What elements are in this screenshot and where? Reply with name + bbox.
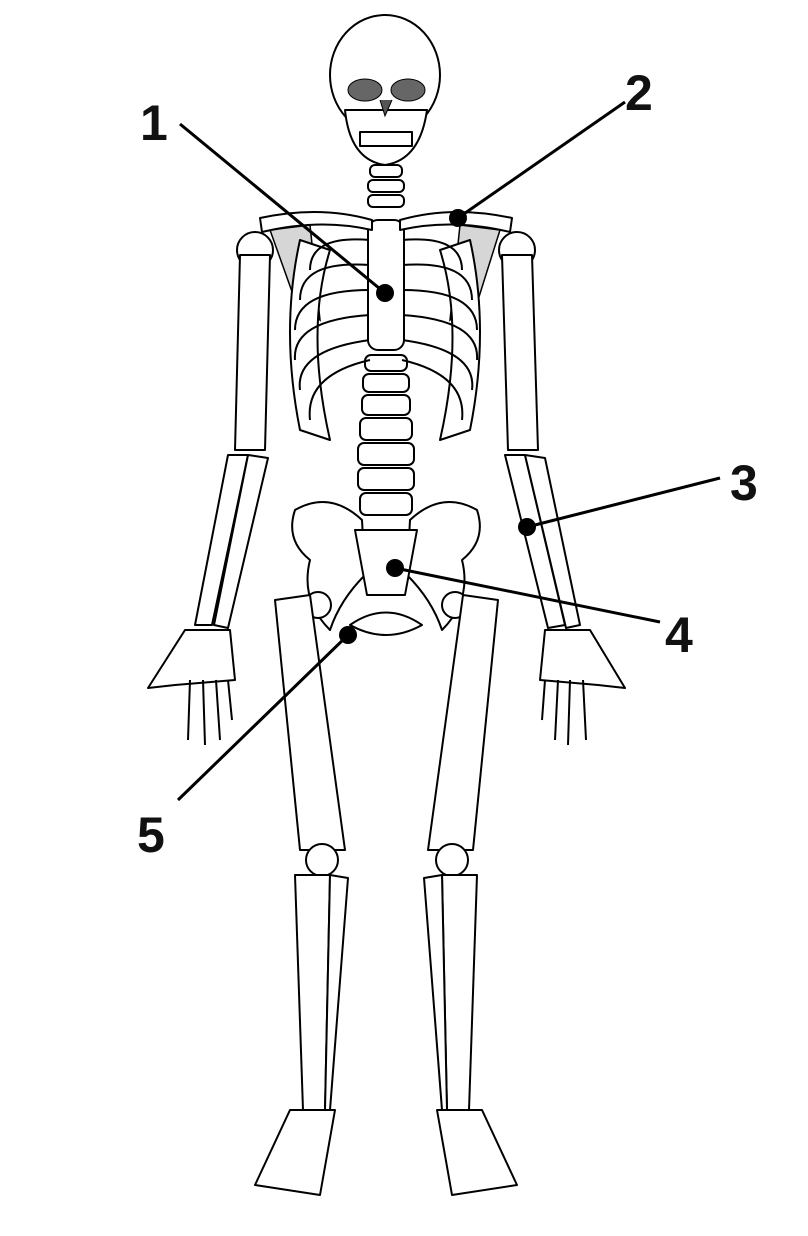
label-3-pointer xyxy=(518,476,721,536)
label-5: 5 xyxy=(137,807,165,863)
spine xyxy=(357,164,415,516)
clavicle-right xyxy=(259,210,373,233)
label-4-pointer xyxy=(386,559,661,624)
rib-cage xyxy=(289,219,481,441)
label-1: 1 xyxy=(140,95,168,151)
label-5-pointer xyxy=(176,626,357,802)
label-3: 3 xyxy=(730,455,758,511)
arms xyxy=(147,231,626,746)
label-4: 4 xyxy=(665,607,693,663)
label-2-pointer xyxy=(449,100,626,227)
skull xyxy=(329,14,441,166)
label-2: 2 xyxy=(625,65,653,121)
legs xyxy=(254,591,518,1196)
label-1-pointer xyxy=(179,122,394,302)
